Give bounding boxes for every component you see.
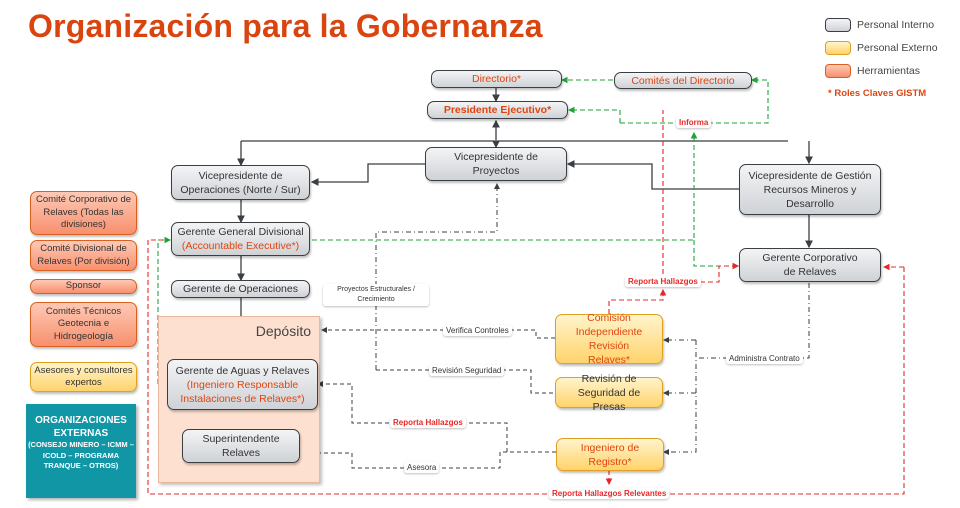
link-green-gcorp (693, 240, 740, 270)
link-vpgest-vpproy (566, 160, 740, 190)
link-vpproy-vpops (310, 163, 425, 186)
label-reporta-hallazgos-top: Reporta Hallazgos (625, 276, 701, 287)
node-gerente-operaciones[interactable]: Gerente de Operaciones (171, 280, 310, 298)
node-label: Revisión de Seguridad de Presas (577, 372, 641, 413)
tool-comite-corporativo[interactable]: Comité Corporativo de Relaves (Todas las… (30, 191, 137, 235)
node-comites-directorio[interactable]: Comités del Directorio (614, 72, 752, 89)
legend-label: Personal Interno (857, 19, 935, 31)
node-presidente[interactable]: Presidente Ejecutivo* (427, 101, 568, 119)
label-revision-seguridad: Revisión Seguridad (429, 365, 505, 376)
deposito-label: Depósito (255, 323, 311, 339)
tool-label: Sponsor (65, 280, 102, 292)
tool-label: Comité Corporativo de Relaves (Todas las… (35, 194, 132, 231)
label-administra-contrato: Administra Contrato (726, 353, 803, 364)
label-reporta-hallazgos-mid: Reporta Hallazgos (390, 417, 466, 428)
label-informa: Informa (676, 117, 712, 128)
node-ingeniero-registro[interactable]: Ingeniero de Registro* (556, 438, 664, 471)
external-orgs-heading: ORGANIZACIONES EXTERNAS (35, 415, 127, 439)
link-gcorp-admin (696, 283, 810, 359)
node-label: Gerente de Operaciones (183, 283, 298, 295)
node-revision-presas[interactable]: Revisión de Seguridad de Presas (555, 373, 663, 413)
label-proyectos-estructurales: Proyectos Estructurales / Crecimiento (323, 284, 429, 306)
link-admin-comision (663, 340, 697, 455)
node-vp-operaciones[interactable]: Vicepresidente de Operaciones (Norte / S… (171, 165, 310, 200)
link-red-hallazgos-gcorp (700, 262, 740, 283)
node-label: Gerente General Divisional (177, 226, 304, 238)
tool-label: Comités Técnicos Geotecnia e Hidrogeolog… (45, 305, 122, 342)
legend-personal-interno: Personal Interno (825, 18, 934, 32)
node-label: Comités del Directorio (631, 74, 735, 87)
link-informa-presidente (567, 106, 621, 123)
node-label: Gerente Corporativo de Relaves (762, 252, 858, 278)
legend-personal-externo: Personal Externo (825, 41, 938, 55)
tool-sponsor[interactable]: Sponsor (30, 279, 137, 294)
node-label: Comisión Independiente Revisión Relaves* (575, 312, 643, 366)
legend-note: * Roles Claves GISTM (828, 88, 927, 99)
legend-label: Herramientas (857, 65, 921, 77)
node-label: Superintendente Relaves (202, 433, 280, 459)
external-orgs-sub: (CONSEJO MINERO – ICMM – ICOLD – PROGRAM… (28, 440, 134, 470)
tool-label: Comité Divisional de Relaves (Por divisi… (37, 243, 130, 267)
node-vp-gestion[interactable]: Vicepresidente de Gestión Recursos Miner… (739, 164, 881, 215)
label-verifica-controles: Verifica Controles (443, 325, 512, 336)
node-vp-proyectos[interactable]: Vicepresidente de Proyectos (425, 147, 567, 181)
link-red-comision-up (608, 288, 667, 314)
tool-comite-divisional[interactable]: Comité Divisional de Relaves (Por divisi… (30, 240, 137, 271)
node-label: Presidente Ejecutivo* (443, 104, 552, 116)
node-comision-independiente[interactable]: Comisión Independiente Revisión Relaves* (555, 312, 663, 366)
legend-swatch-gray (825, 18, 851, 32)
node-directorio[interactable]: Directorio* (431, 70, 562, 88)
page-title: Organización para la Gobernanza (28, 8, 543, 44)
node-label: Directorio* (471, 73, 521, 85)
legend-herramientas: Herramientas (825, 64, 920, 78)
node-label: Asesores y consultores expertos (34, 364, 133, 389)
link-proyectos-estructurales (375, 183, 500, 370)
node-label: Ingeniero de Registro* (580, 441, 640, 468)
node-label: Gerente de Aguas y Relaves (175, 364, 310, 377)
node-role: (Ingeniero Responsable Instalaciones de … (180, 378, 305, 405)
link-verifica (321, 327, 555, 339)
node-gerente-corporativo[interactable]: Gerente Corporativo de Relaves (739, 248, 881, 282)
link-red-bottom (147, 239, 905, 495)
node-asesores[interactable]: Asesores y consultores expertos (30, 362, 137, 392)
label-asesora: Asesora (404, 462, 440, 473)
label-reporta-relevantes: Reporta Hallazgos Relevantes (549, 488, 670, 499)
node-label: Vicepresidente de Operaciones (Norte / S… (180, 169, 301, 196)
node-gerente-aguas-relaves[interactable]: Gerente de Aguas y Relaves (Ingeniero Re… (167, 359, 318, 410)
tool-comites-tecnicos[interactable]: Comités Técnicos Geotecnia e Hidrogeolog… (30, 302, 137, 347)
legend-swatch-yellow (825, 41, 851, 55)
node-gerente-general-divisional[interactable]: Gerente General Divisional (Accountable … (171, 222, 310, 256)
legend-label: Personal Externo (857, 42, 938, 54)
legend-swatch-orange (825, 64, 851, 78)
external-organizations: ORGANIZACIONES EXTERNAS (CONSEJO MINERO … (26, 404, 136, 498)
node-label: Vicepresidente de Proyectos (454, 151, 538, 177)
node-label: Vicepresidente de Gestión Recursos Miner… (748, 169, 872, 210)
node-role: (Accountable Executive*) (181, 240, 300, 252)
node-superintendente[interactable]: Superintendente Relaves (182, 429, 300, 463)
